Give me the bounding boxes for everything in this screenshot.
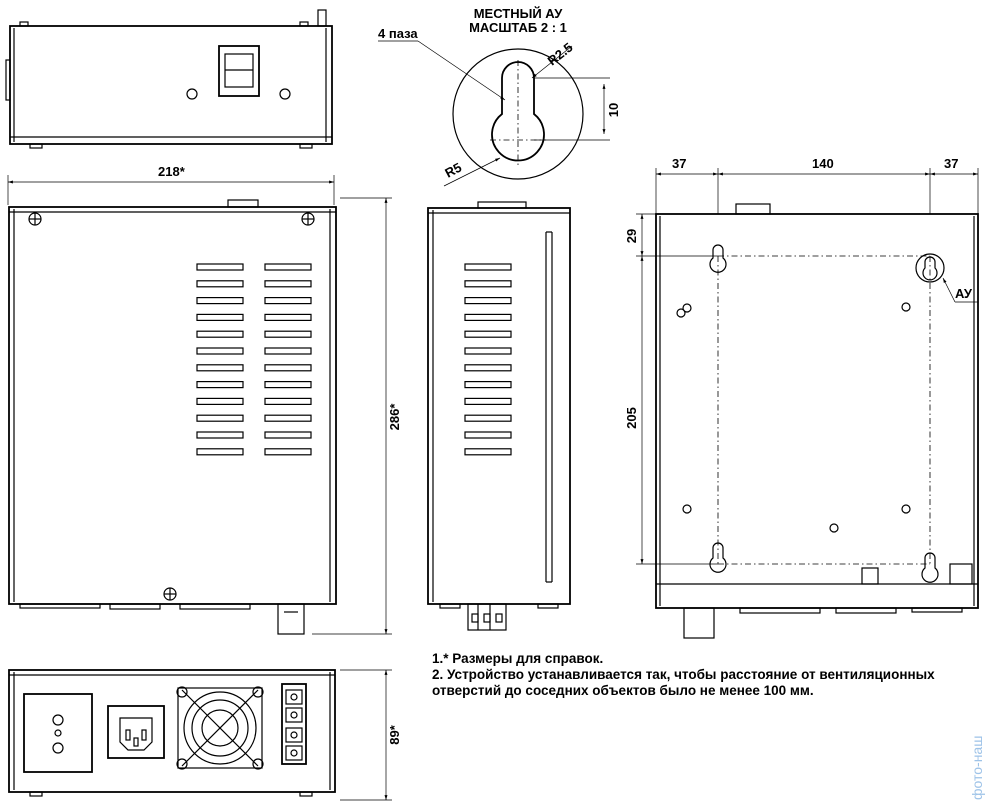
vent-slot: [196, 297, 244, 305]
note-3: отверстий до соседних объектов было не м…: [432, 683, 814, 698]
back-callout-label: АУ: [955, 286, 973, 301]
keyhole-slot: [709, 542, 727, 573]
detail-scale: МАСШТАБ 2 : 1: [469, 20, 567, 35]
vent-slot: [264, 448, 312, 456]
vent-slots: [196, 263, 312, 456]
vent-slot: [196, 431, 244, 439]
watermark: фото-наш: [969, 736, 985, 800]
vent-slot: [464, 414, 512, 422]
socket-outlet: [23, 693, 93, 773]
back-dim-mid: 140: [812, 156, 834, 171]
note-1: 1.* Размеры для справок.: [432, 651, 604, 666]
detail-ay: МЕСТНЫЙ АУ МАСШТАБ 2 : 1 10 R2.5 R5 4 па…: [378, 6, 621, 187]
vent-slot: [264, 414, 312, 422]
vent-slot: [196, 448, 244, 456]
vent-slots: [464, 263, 512, 456]
screw-icon: [163, 587, 177, 601]
back-dim-top: 29: [624, 229, 639, 243]
vent-slot: [464, 381, 512, 389]
back-dim-left: 37: [672, 156, 686, 171]
side-view: [427, 201, 571, 631]
vent-slot: [196, 313, 244, 321]
front-width-dimension: 218*: [7, 164, 335, 205]
terminal-block: [281, 683, 307, 765]
bottom-height-label: 89*: [387, 724, 402, 744]
vent-slot: [264, 431, 312, 439]
back-dim-right: 37: [944, 156, 958, 171]
vent-slot: [464, 448, 512, 456]
vent-slot: [196, 263, 244, 271]
vent-slot: [464, 347, 512, 355]
power-switch: [218, 45, 260, 97]
vent-slot: [264, 347, 312, 355]
detail-height-label: 10: [606, 103, 621, 117]
vent-slot: [264, 330, 312, 338]
vent-slot: [464, 364, 512, 372]
screw-icon: [28, 212, 42, 226]
vent-slot: [196, 414, 244, 422]
vent-slot: [264, 313, 312, 321]
vent-slot: [464, 431, 512, 439]
vent-slot: [196, 397, 244, 405]
vent-slot: [264, 381, 312, 389]
iec-power-inlet: [107, 705, 165, 759]
vent-slot: [464, 263, 512, 271]
vent-slot: [264, 364, 312, 372]
vent-slot: [464, 280, 512, 288]
keyhole-slot: [921, 552, 939, 583]
vent-slot: [196, 364, 244, 372]
screw-icon: [301, 212, 315, 226]
vent-slot: [196, 280, 244, 288]
top-view: [5, 9, 333, 149]
front-height-label: 286*: [387, 403, 402, 431]
bottom-view: [8, 669, 336, 797]
front-height-dimension: 286*: [312, 197, 402, 635]
front-width-label: 218*: [158, 164, 186, 179]
vent-slot: [464, 397, 512, 405]
vent-slot: [196, 330, 244, 338]
keyhole-slot: [709, 244, 727, 273]
keyhole-slot: [491, 61, 545, 162]
detail-slots-label: 4 паза: [378, 26, 418, 41]
vent-slot: [264, 263, 312, 271]
back-view: АУ: [655, 203, 979, 639]
keyhole-slot: [922, 256, 938, 281]
vent-slot: [464, 297, 512, 305]
detail-title: МЕСТНЫЙ АУ: [474, 6, 563, 21]
vent-slot: [264, 280, 312, 288]
detail-r-large-label: R5: [442, 160, 464, 181]
vent-slot: [464, 330, 512, 338]
back-dimensions: 37 140 37 29 205: [624, 156, 979, 565]
back-dim-vertical: 205: [624, 407, 639, 429]
vent-slot: [264, 297, 312, 305]
vent-slot: [196, 381, 244, 389]
watermark-text: фото-наш: [969, 736, 985, 800]
fan-icon: [176, 686, 264, 770]
vent-slot: [264, 397, 312, 405]
front-view: [8, 199, 337, 635]
note-2: 2. Устройство устанавливается так, чтобы…: [432, 667, 935, 682]
vent-slot: [196, 347, 244, 355]
vent-slot: [464, 313, 512, 321]
bottom-height-dimension: 89*: [340, 669, 402, 801]
